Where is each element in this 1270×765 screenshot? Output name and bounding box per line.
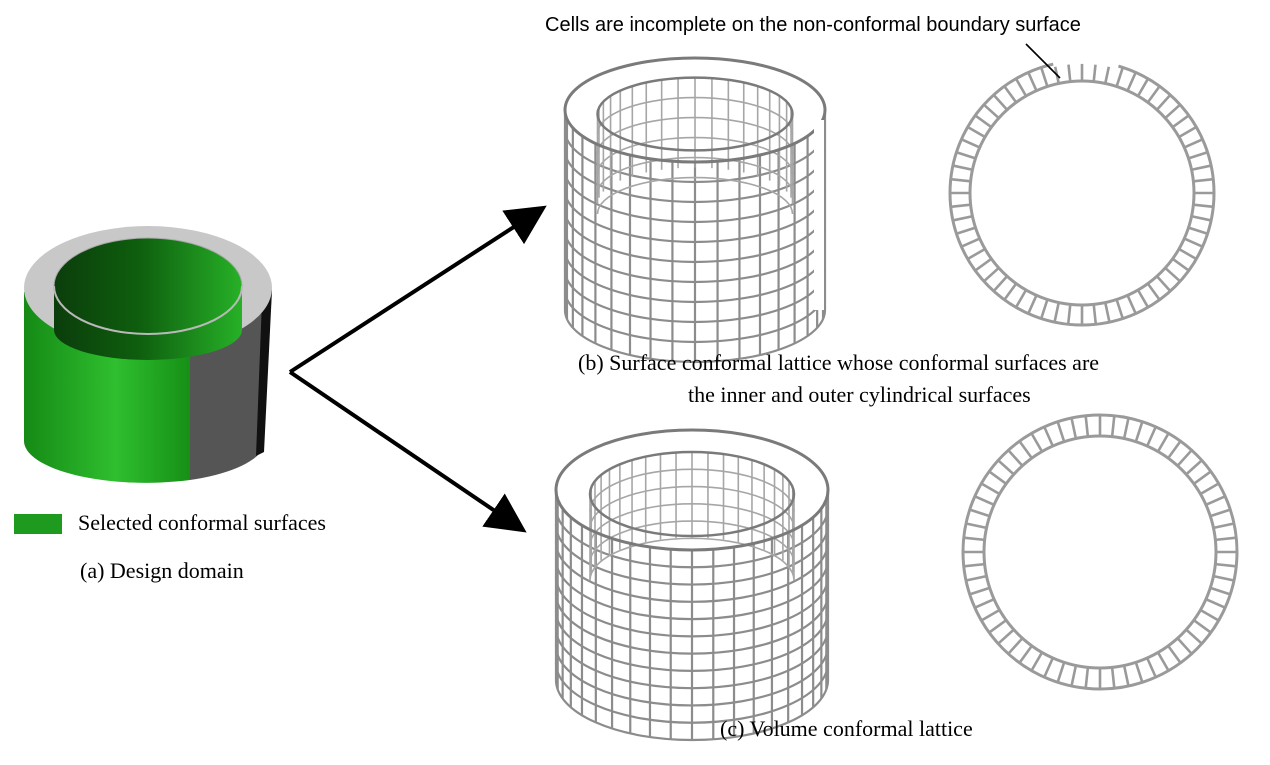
- lattice-frame: [554, 428, 830, 742]
- surface-conformal-lattice-top-view: [948, 58, 1216, 327]
- caption-a: (a) Design domain: [80, 558, 244, 583]
- ring-frame: [961, 413, 1239, 691]
- callout-text: Cells are incomplete on the non-conforma…: [545, 14, 1081, 36]
- ring-frame: [948, 58, 1216, 327]
- caption-c: (c) Volume conformal lattice: [720, 716, 973, 741]
- design-domain-shape: [23, 226, 272, 483]
- arrow-to-volume-conformal: [288, 370, 527, 533]
- caption-b-line2: the inner and outer cylindrical surfaces: [688, 382, 1031, 407]
- surface-conformal-lattice-3d: [563, 56, 827, 364]
- caption-b-line1: (b) Surface conformal lattice whose conf…: [578, 350, 1100, 375]
- lattice-frame: [563, 56, 827, 364]
- legend-swatch: [14, 514, 62, 534]
- legend-label: Selected conformal surfaces: [78, 510, 326, 535]
- volume-conformal-lattice-3d: [554, 428, 830, 742]
- callout-leader-line: [1025, 43, 1061, 79]
- volume-conformal-lattice-top-view: [961, 413, 1239, 691]
- arrow-to-surface-conformal: [288, 205, 547, 374]
